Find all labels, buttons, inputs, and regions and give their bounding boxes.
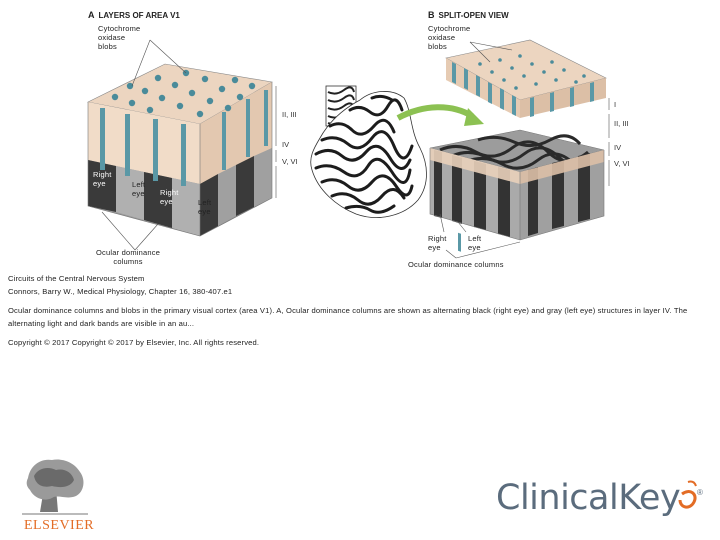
elsevier-tree-logo bbox=[20, 458, 90, 518]
panel-a-title: A LAYERS OF AREA V1 bbox=[88, 10, 180, 20]
columns-label-line: Ocular dominance bbox=[96, 248, 160, 257]
caption-chapter-title: Circuits of the Central Nervous System bbox=[8, 272, 708, 285]
blob-label-line: oxidase bbox=[428, 33, 470, 42]
eye-label-line: eye bbox=[160, 197, 179, 206]
eye-label: Left eye bbox=[132, 180, 145, 198]
clinicalkey-swirl-icon bbox=[680, 482, 696, 508]
blob-label-line: blobs bbox=[428, 42, 470, 51]
eye-label-line: Left bbox=[132, 180, 145, 189]
panel-a-title-text: LAYERS OF AREA V1 bbox=[99, 11, 180, 20]
panel-b-letter: B bbox=[428, 10, 435, 20]
eye-label: Right eye bbox=[160, 188, 179, 206]
layer-label-iv: IV bbox=[282, 140, 289, 149]
layer-label-v-vi: V, VI bbox=[614, 159, 630, 168]
blob-label-line: Cytochrome bbox=[98, 24, 140, 33]
elsevier-logo-text: ELSEVIER bbox=[24, 518, 94, 534]
eye-label-line: Right bbox=[428, 234, 447, 243]
panel-b-title: B SPLIT-OPEN VIEW bbox=[428, 10, 509, 20]
clinicalkey-logo-text: ClinicalKey bbox=[496, 478, 680, 518]
layer-label-i: I bbox=[614, 100, 616, 109]
eye-label: Right eye bbox=[428, 234, 447, 252]
eye-label: Right eye bbox=[93, 170, 112, 188]
caption-copyright: Copyright © 2017 Copyright © 2017 by Els… bbox=[8, 336, 708, 349]
eye-label: Left eye bbox=[198, 198, 211, 216]
caption-block: Circuits of the Central Nervous System C… bbox=[8, 272, 708, 349]
blob-label-line: oxidase bbox=[98, 33, 140, 42]
registered-mark: ® bbox=[697, 488, 703, 497]
columns-label-line: columns bbox=[96, 257, 160, 266]
caption-citation: Connors, Barry W., Medical Physiology, C… bbox=[8, 285, 708, 298]
clinicalkey-logo: ClinicalKey bbox=[496, 478, 680, 518]
eye-label-line: eye bbox=[468, 243, 481, 252]
panel-b-cube bbox=[430, 40, 609, 258]
panel-b-blob-label: Cytochrome oxidase blobs bbox=[428, 24, 470, 51]
eye-label-line: Right bbox=[160, 188, 179, 197]
panel-a-letter: A bbox=[88, 10, 95, 20]
eye-label-line: Right bbox=[93, 170, 112, 179]
layer-label-ii-iii: II, III bbox=[614, 119, 629, 128]
caption-description: Ocular dominance columns and blobs in th… bbox=[8, 304, 708, 330]
layer-label-v-vi: V, VI bbox=[282, 157, 298, 166]
eye-label-line: Left bbox=[198, 198, 211, 207]
panel-a-cube bbox=[88, 40, 276, 250]
eye-label: Left eye bbox=[468, 234, 481, 252]
panel-b-columns-label: Ocular dominance columns bbox=[408, 260, 504, 269]
layer-label-iv: IV bbox=[614, 143, 621, 152]
panel-a-columns-label: Ocular dominance columns bbox=[96, 248, 160, 266]
eye-label-line: eye bbox=[132, 189, 145, 198]
eye-label-line: eye bbox=[198, 207, 211, 216]
panel-a-blob-label: Cytochrome oxidase blobs bbox=[98, 24, 140, 51]
eye-label-line: eye bbox=[428, 243, 447, 252]
eye-label-line: eye bbox=[93, 179, 112, 188]
panel-b-title-text: SPLIT-OPEN VIEW bbox=[439, 11, 509, 20]
layer-label-ii-iii: II, III bbox=[282, 110, 297, 119]
blob-label-line: blobs bbox=[98, 42, 140, 51]
blob-label-line: Cytochrome bbox=[428, 24, 470, 33]
eye-label-line: Left bbox=[468, 234, 481, 243]
